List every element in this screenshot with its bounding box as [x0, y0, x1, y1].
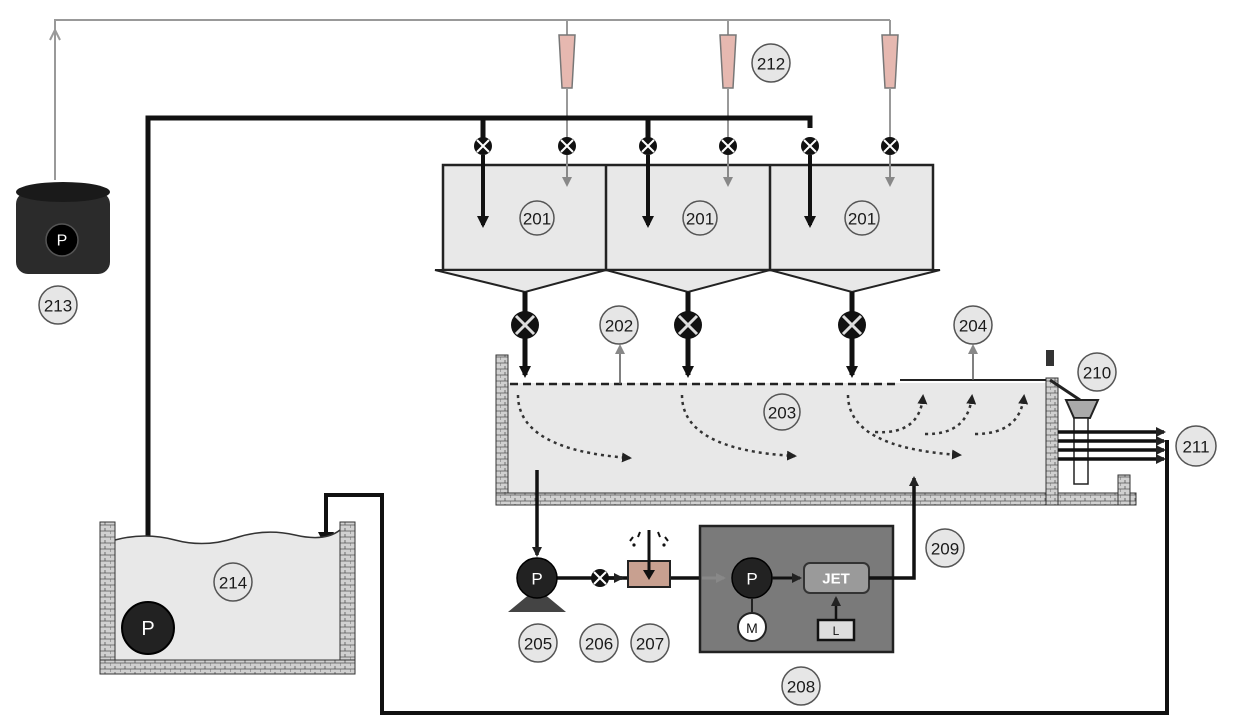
outlet-pipes — [1058, 427, 1166, 464]
supply-line — [145, 115, 813, 605]
pressure-tank: P — [16, 182, 110, 274]
label-204: 204 — [953, 305, 993, 345]
svg-text:211: 211 — [1182, 438, 1209, 457]
valve-icon — [591, 569, 609, 587]
svg-text:212: 212 — [757, 55, 785, 74]
svg-text:209: 209 — [931, 540, 959, 559]
label-201: 201 — [844, 200, 880, 236]
label-210: 210 — [1077, 352, 1117, 392]
svg-text:201: 201 — [523, 210, 551, 229]
svg-text:202: 202 — [605, 317, 633, 336]
dosing-unit — [558, 34, 576, 138]
svg-text:210: 210 — [1083, 364, 1111, 383]
valve-icon — [558, 137, 576, 155]
label-202: 202 — [599, 305, 639, 345]
svg-text:203: 203 — [768, 404, 796, 423]
valve-icon — [719, 137, 737, 155]
control-symbol: L — [833, 624, 840, 638]
dosing-unit — [881, 34, 899, 138]
valve-icon — [639, 137, 657, 155]
label-213: 213 — [38, 285, 78, 325]
svg-text:208: 208 — [787, 678, 815, 697]
label-207: 207 — [630, 623, 670, 663]
valve-icon — [674, 311, 702, 339]
motor-symbol: M — [746, 620, 758, 636]
label-201: 201 — [519, 200, 555, 236]
svg-text:201: 201 — [848, 210, 876, 229]
svg-text:207: 207 — [636, 635, 664, 654]
label-209: 209 — [925, 528, 965, 568]
valve-icon — [838, 311, 866, 339]
svg-text:204: 204 — [959, 317, 987, 336]
dosing-header-line — [49, 19, 891, 180]
inlet-valves — [474, 137, 899, 155]
pump-symbol: P — [141, 618, 154, 640]
jet-return-line — [869, 476, 919, 580]
label-211: 211 — [1175, 425, 1217, 467]
label-205: 205 — [518, 623, 558, 663]
pump-symbol: P — [746, 570, 757, 589]
svg-text:213: 213 — [44, 297, 72, 316]
valve-icon — [511, 311, 539, 339]
label-214: 214 — [213, 562, 253, 602]
valve-icon — [474, 137, 492, 155]
outlet-valves — [511, 292, 866, 378]
label-203: 203 — [763, 393, 801, 431]
return-line — [324, 440, 1169, 715]
label-208: 208 — [781, 666, 821, 706]
dosing-units — [558, 34, 899, 138]
pump-symbol: P — [531, 570, 542, 589]
filter — [627, 530, 671, 588]
jet-label: JET — [822, 571, 850, 588]
valve-icon — [801, 137, 819, 155]
label-212: 212 — [751, 43, 791, 83]
valve-icon — [881, 137, 899, 155]
feed-pump: P — [508, 557, 566, 612]
jet-unit: P M JET L — [698, 524, 895, 654]
svg-text:201: 201 — [686, 210, 714, 229]
svg-text:214: 214 — [219, 574, 247, 593]
svg-text:206: 206 — [585, 635, 613, 654]
dosing-unit — [719, 34, 737, 138]
svg-text:205: 205 — [524, 635, 552, 654]
main-tank — [495, 354, 1137, 506]
pump-symbol: P — [57, 233, 68, 250]
label-201: 201 — [682, 200, 718, 236]
label-206: 206 — [579, 623, 619, 663]
